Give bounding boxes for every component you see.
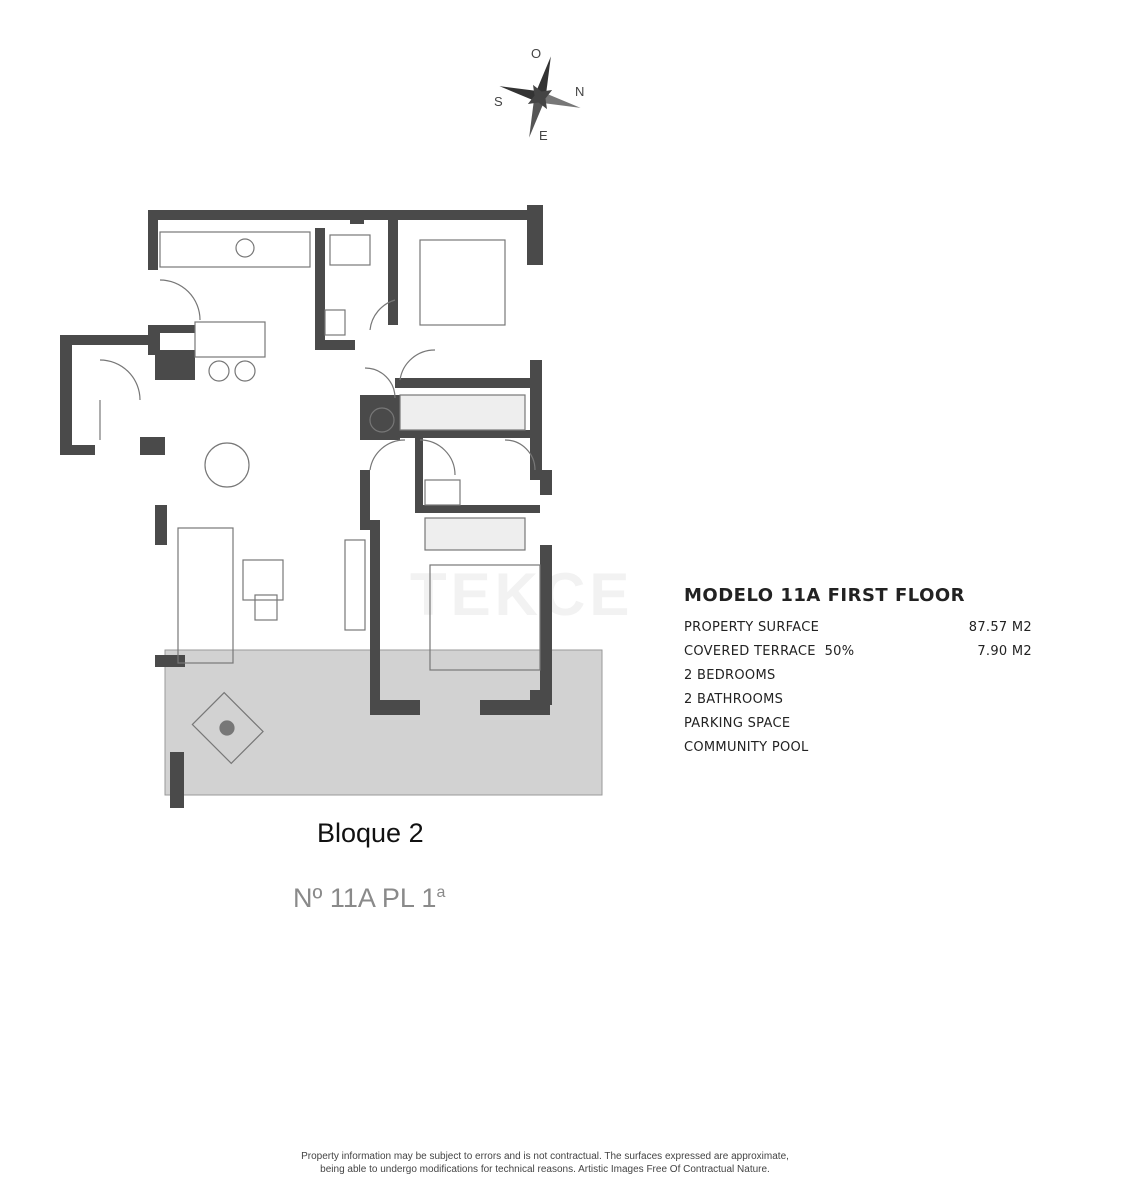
compass-north: N bbox=[575, 84, 584, 99]
spec-row: 2 BATHROOMS bbox=[684, 692, 1032, 707]
disclaimer-line-2: being able to undergo modifications for … bbox=[320, 1164, 770, 1175]
spec-row: COMMUNITY POOL bbox=[684, 740, 1032, 755]
compass-icon bbox=[499, 56, 581, 138]
spec-value: 7.90 M2 bbox=[977, 644, 1032, 659]
block-label: Bloque 2 bbox=[317, 818, 424, 848]
spec-label: COVERED TERRACE 50% bbox=[684, 644, 855, 659]
spec-row: PROPERTY SURFACE 87.57 M2 bbox=[684, 620, 1032, 635]
spec-label: PROPERTY SURFACE bbox=[684, 620, 820, 635]
disclaimer-line-1: Property information may be subject to e… bbox=[301, 1151, 789, 1162]
terrace-wall bbox=[170, 752, 184, 808]
spec-row: 2 BEDROOMS bbox=[684, 668, 1032, 683]
compass-south: S bbox=[494, 94, 503, 109]
model-title: MODELO 11A FIRST FLOOR bbox=[684, 585, 966, 606]
spec-row: COVERED TERRACE 50% 7.90 M2 bbox=[684, 644, 1032, 659]
spec-label: PARKING SPACE bbox=[684, 716, 791, 731]
spec-label: 2 BATHROOMS bbox=[684, 692, 784, 707]
spec-value: 87.57 M2 bbox=[968, 620, 1032, 635]
spec-row: PARKING SPACE bbox=[684, 716, 1032, 731]
compass-west: O bbox=[531, 46, 541, 61]
watermark: TEKCE bbox=[410, 561, 634, 628]
terrace bbox=[164, 649, 603, 796]
spec-label: 2 BEDROOMS bbox=[684, 668, 776, 683]
unit-label: Nº 11A PL 1a bbox=[293, 883, 445, 914]
compass-east: E bbox=[539, 128, 548, 143]
unit-sup: a bbox=[436, 884, 446, 901]
spec-label: COMMUNITY POOL bbox=[684, 740, 809, 755]
fixtures bbox=[99, 231, 541, 765]
walls bbox=[60, 205, 552, 715]
unit-text: Nº 11A PL 1 bbox=[293, 883, 437, 913]
